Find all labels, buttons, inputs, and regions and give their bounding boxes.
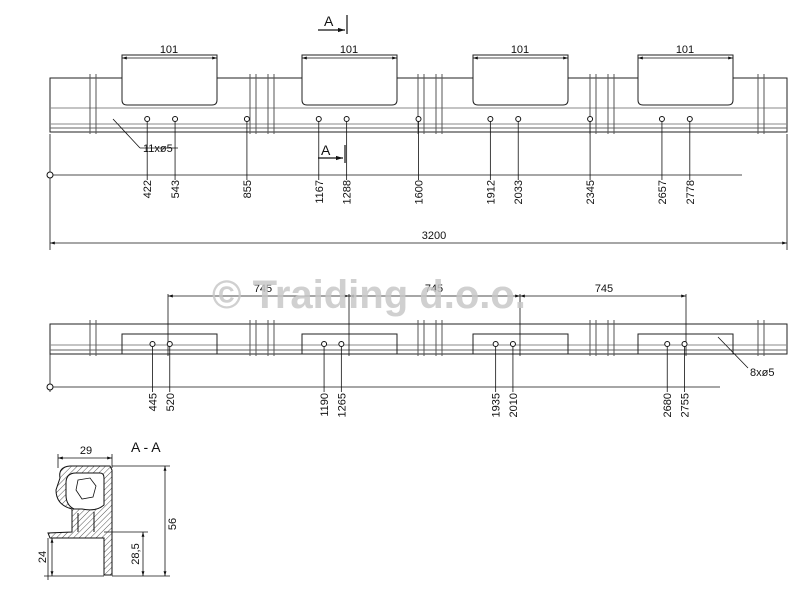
bottom-callout-label: 8xø5 <box>750 367 774 379</box>
top-hole <box>587 116 594 122</box>
top-position-label: 1600 <box>414 180 426 204</box>
bottom-hole-dimensions: 445 520 1190 1265 1935 2010 2680 2755 <box>147 347 692 417</box>
section-marker-top <box>318 15 348 34</box>
bottom-hole <box>166 341 173 347</box>
section-lower-height-label: 24 <box>37 551 49 563</box>
top-hole <box>515 116 522 122</box>
datum-circle <box>46 383 54 391</box>
top-hole <box>487 116 494 122</box>
overall-length-label: 3200 <box>422 230 446 242</box>
section-width-label: 29 <box>80 445 92 457</box>
top-position-label: 1288 <box>342 180 354 204</box>
section-marker-bottom <box>318 145 346 163</box>
top-position-label: 855 <box>242 180 254 198</box>
slot-width-label: 101 <box>340 44 358 56</box>
bottom-hole <box>492 341 499 347</box>
bottom-position-label: 2755 <box>680 393 692 417</box>
top-position-label: 1912 <box>485 180 497 204</box>
section-marker-top-label: A <box>324 13 334 29</box>
top-position-label: 543 <box>170 180 182 198</box>
slot-width-label: 101 <box>676 44 694 56</box>
top-hole <box>243 116 250 122</box>
top-hole-dimensions: 422 543 855 1167 1288 1600 1912 2033 2345 2657 277… <box>142 122 697 204</box>
bottom-position-label: 2010 <box>508 393 520 417</box>
section-title: A - A <box>131 439 161 455</box>
bottom-hole <box>681 341 688 347</box>
top-position-label: 2778 <box>685 180 697 204</box>
top-position-label: 2657 <box>657 180 669 204</box>
slot-width-label: 101 <box>160 44 178 56</box>
spacing-label: 745 <box>254 283 272 295</box>
bottom-holes <box>149 341 688 347</box>
top-hole <box>343 116 350 122</box>
spacing-dimensions <box>167 294 687 356</box>
bottom-hole <box>509 341 516 347</box>
bottom-position-label: 1935 <box>491 393 503 417</box>
bottom-callout-leader <box>717 336 749 369</box>
top-hole <box>172 116 179 122</box>
top-position-label: 422 <box>142 180 154 198</box>
top-hole <box>144 116 151 122</box>
bottom-hole <box>149 341 156 347</box>
bottom-position-label: 445 <box>147 393 159 411</box>
top-position-label: 2345 <box>585 180 597 204</box>
section-inner-height-label: 28,5 <box>130 543 142 564</box>
slot-width-label: 101 <box>511 44 529 56</box>
spacing-label: 745 <box>425 283 443 295</box>
top-hole <box>415 116 422 122</box>
bottom-hole <box>321 341 328 347</box>
spacing-label: 745 <box>595 283 613 295</box>
bottom-position-label: 2680 <box>662 393 674 417</box>
bottom-view <box>49 320 788 356</box>
section-marker-bottom-label: A <box>321 142 331 158</box>
hole-callout-label: 11xø5 <box>143 143 173 155</box>
bottom-position-label: 1190 <box>319 393 331 417</box>
bottom-position-label: 1265 <box>336 393 348 417</box>
top-position-label: 1167 <box>314 180 326 204</box>
section-dimensions <box>44 454 170 580</box>
top-hole <box>686 116 693 122</box>
top-holes <box>144 116 693 122</box>
section-height-label: 56 <box>167 518 179 530</box>
top-hole <box>315 116 322 122</box>
bottom-hole <box>338 341 345 347</box>
section-profile <box>47 465 113 576</box>
watermark: © Traiding d.o.o. <box>212 273 526 317</box>
top-view <box>49 54 788 134</box>
bottom-position-label: 520 <box>165 393 177 411</box>
bottom-hole <box>664 341 671 347</box>
hole-callout-leader <box>112 118 141 149</box>
datum-circle <box>46 171 54 179</box>
top-hole <box>658 116 665 122</box>
top-position-label: 2033 <box>513 180 525 204</box>
